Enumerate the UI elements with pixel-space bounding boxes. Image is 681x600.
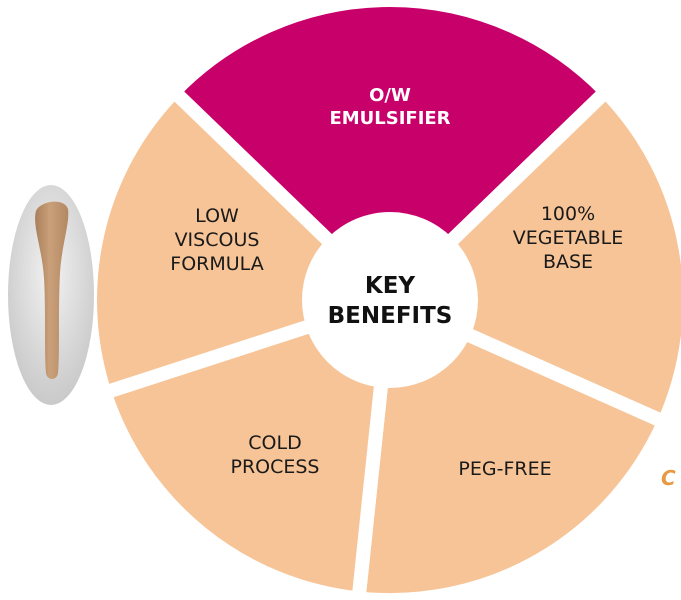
- label-line: BASE: [542, 250, 594, 273]
- label-line: EMULSIFIER: [329, 107, 451, 129]
- product-sample-image: [6, 183, 96, 407]
- label-line: 100%: [540, 203, 596, 225]
- label-line: VEGETABLE: [512, 226, 624, 249]
- label-line: VISCOUS: [174, 228, 260, 251]
- segment-ow-emulsifier: [164, 0, 616, 310]
- center-label-line: KEY: [364, 273, 416, 299]
- segment-vegetable-base: [377, 81, 681, 432]
- label-line: LOW: [195, 205, 239, 227]
- center-hub: [302, 212, 478, 388]
- label-line: PEG-FREE: [458, 458, 552, 480]
- label-line: O/W: [369, 85, 411, 106]
- cropped-letter: C: [661, 466, 676, 490]
- segment-label-cold-process: COLD PROCESS: [200, 432, 350, 480]
- label-line: COLD: [248, 432, 302, 454]
- label-line: PROCESS: [230, 455, 320, 478]
- wheel-segments: [83, 0, 681, 600]
- center-label-line: BENEFITS: [327, 302, 453, 329]
- segment-label-vegetable-base: 100% VEGETABLE BASE: [493, 203, 643, 274]
- center-label: KEY BENEFITS: [300, 272, 480, 332]
- segment-label-peg-free: PEG-FREE: [430, 458, 580, 482]
- liquid-drip: [35, 201, 69, 379]
- segment-label-ow-emulsifier: O/W EMULSIFIER: [290, 85, 490, 130]
- label-line: FORMULA: [170, 252, 264, 275]
- segment-label-low-viscous: LOW VISCOUS FORMULA: [142, 205, 292, 276]
